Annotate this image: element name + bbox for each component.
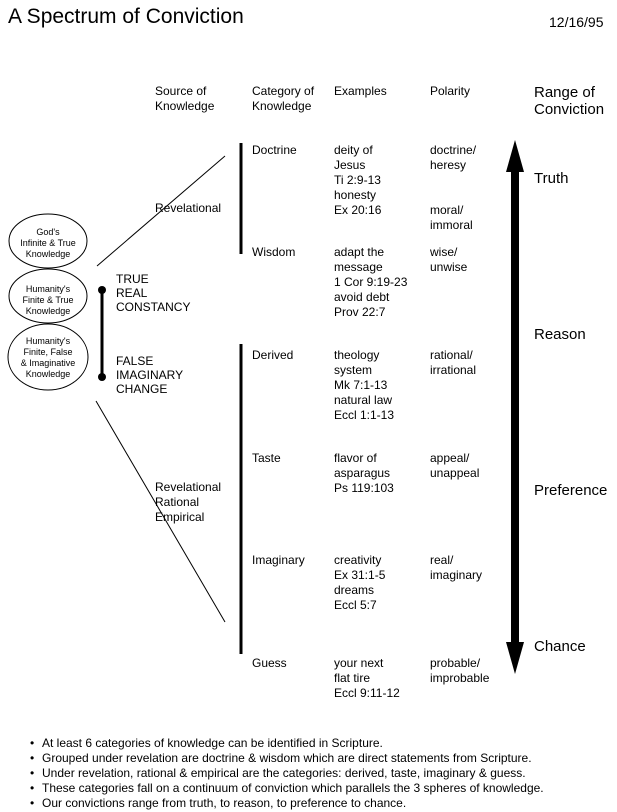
header-range: Range of Conviction xyxy=(534,84,605,118)
range-chance: Chance xyxy=(534,638,586,655)
circle-label-humanity-false: Humanity's Finite, False & Imaginative K… xyxy=(20,336,76,379)
examples-taste: flavor of asparagus Ps 119:103 xyxy=(334,451,394,495)
circle-label-humanity-true: Humanity's Finite & True Knowledge xyxy=(22,284,74,316)
header-examples: Examples xyxy=(334,84,387,98)
range-preference: Preference xyxy=(534,482,608,499)
circle-humanity-false xyxy=(7,323,89,391)
false-imaginary-change: FALSE IMAGINARY CHANGE xyxy=(116,354,184,396)
examples-wisdom: adapt the message 1 Cor 9:19-23 avoid de… xyxy=(334,245,408,319)
note-item: Under revelation, rational & empirical a… xyxy=(30,766,544,781)
examples-imaginary: creativity Ex 31:1-5 dreams Eccl 5:7 xyxy=(334,553,386,612)
category-taste: Taste xyxy=(252,451,281,465)
note-item: These categories fall on a continuum of … xyxy=(30,781,544,796)
range-truth: Truth xyxy=(534,170,569,187)
page-title: A Spectrum of Conviction xyxy=(8,5,244,28)
range-reason: Reason xyxy=(534,326,586,343)
truth-falsehood-arrow-top xyxy=(98,286,106,294)
connector-combined xyxy=(95,400,226,623)
header-category: Category of Knowledge xyxy=(252,84,315,113)
circle-gods-knowledge xyxy=(8,213,88,269)
note-item: At least 6 categories of knowledge can b… xyxy=(30,736,544,751)
note-item: Our convictions range from truth, to rea… xyxy=(30,796,544,811)
polarity-guess: probable/ improbable xyxy=(430,656,490,685)
header-polarity: Polarity xyxy=(430,84,471,98)
range-arrow-down-head xyxy=(506,642,524,674)
category-guess: Guess xyxy=(252,656,287,670)
range-arrow-up-head xyxy=(506,140,524,172)
category-imaginary: Imaginary xyxy=(252,553,305,567)
notes-list: At least 6 categories of knowledge can b… xyxy=(30,736,544,811)
circle-humanity-true xyxy=(8,268,88,324)
header-source: Source of Knowledge xyxy=(155,84,215,113)
examples-guess: your next flat tire Eccl 9:11-12 xyxy=(334,656,400,700)
polarity-doctrine: doctrine/ heresy moral/ immoral xyxy=(430,143,477,232)
circle-label-gods-knowledge: God's Infinite & True Knowledge xyxy=(20,227,76,259)
truth-falsehood-arrow-bottom xyxy=(98,373,106,381)
true-real-constancy: TRUE REAL CONSTANCY xyxy=(116,272,191,314)
polarity-derived: rational/ irrational xyxy=(430,348,477,377)
category-doctrine: Doctrine xyxy=(252,143,297,157)
category-derived: Derived xyxy=(252,348,294,362)
examples-doctrine: deity of Jesus Ti 2:9-13 honesty Ex 20:1… xyxy=(334,143,382,217)
connector-revelational xyxy=(96,155,226,267)
document-date: 12/16/95 xyxy=(549,14,604,30)
examples-derived: theology system Mk 7:1-13 natural law Ec… xyxy=(334,348,395,422)
polarity-imaginary: real/ imaginary xyxy=(430,553,483,582)
source-combined: Revelational Rational Empirical xyxy=(155,480,222,524)
polarity-wisdom: wise/ unwise xyxy=(430,245,468,274)
note-item: Grouped under revelation are doctrine & … xyxy=(30,751,544,766)
source-revelational: Revelational xyxy=(155,201,222,215)
polarity-taste: appeal/ unappeal xyxy=(430,451,480,480)
category-wisdom: Wisdom xyxy=(252,245,296,259)
